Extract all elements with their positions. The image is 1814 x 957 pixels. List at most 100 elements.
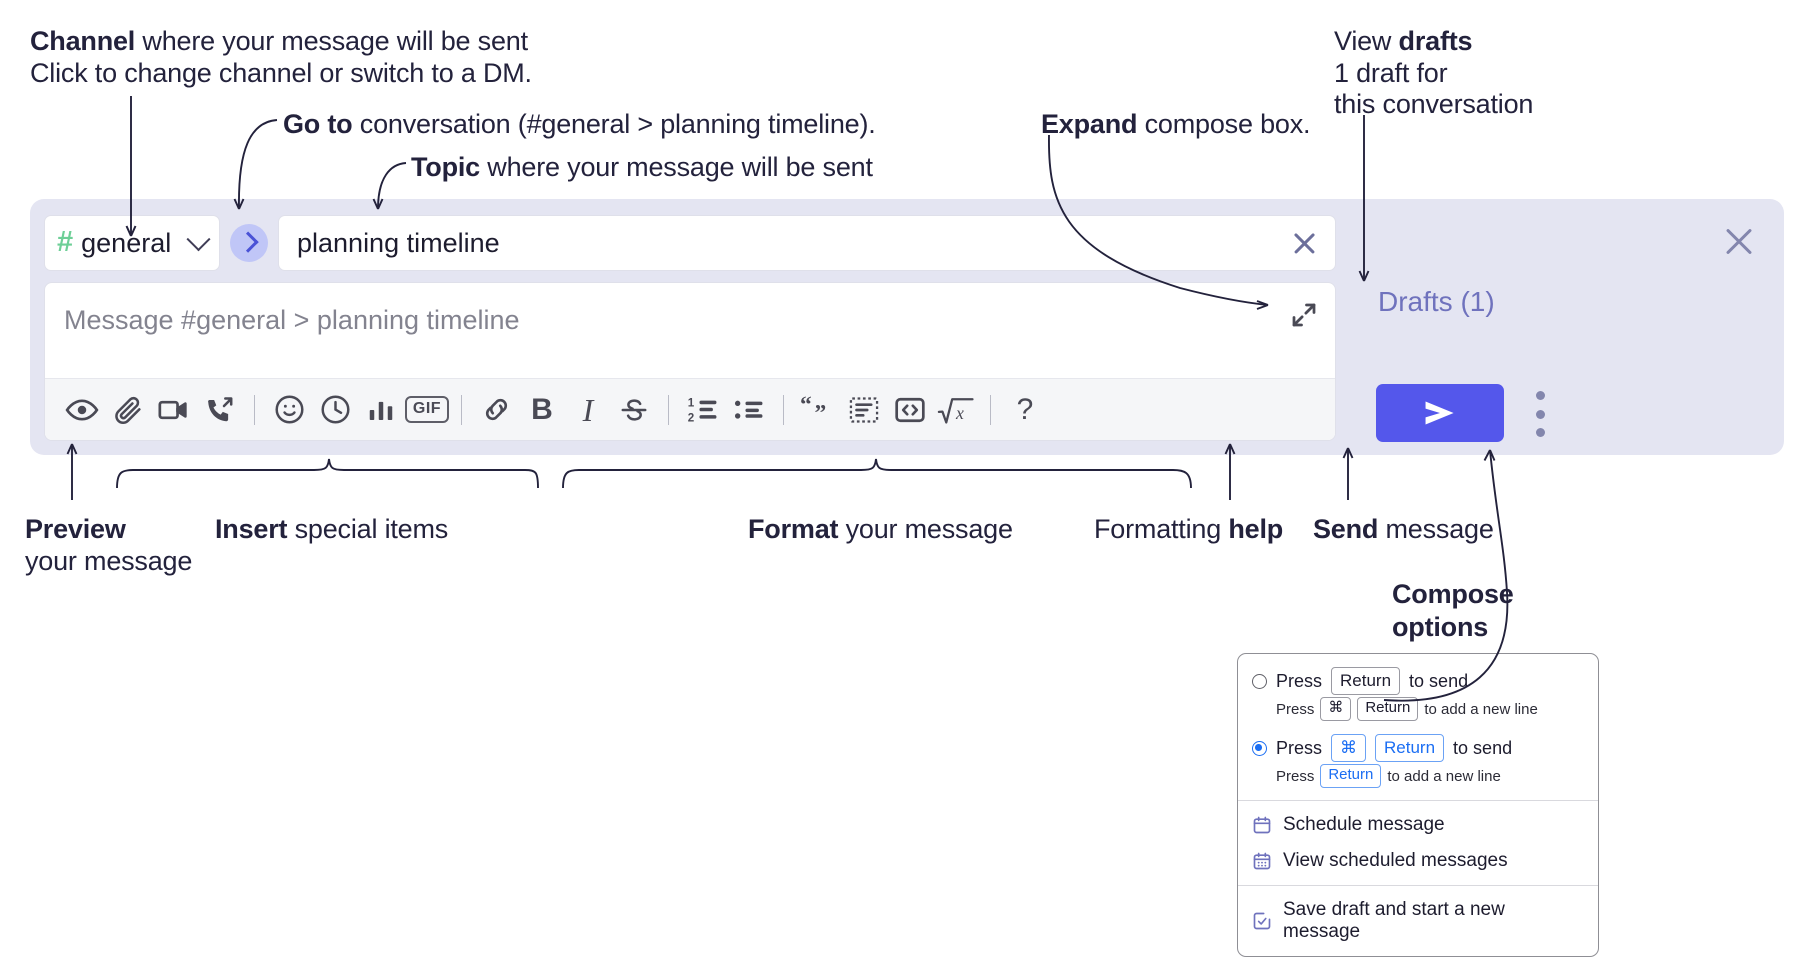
sub-newline-label: to add a new line <box>1424 700 1538 718</box>
gif-label: GIF <box>404 396 450 423</box>
annotation-insert-rest: special items <box>287 514 449 544</box>
gif-icon[interactable]: GIF <box>404 387 450 433</box>
annotation-drafts-rest: View <box>1334 26 1399 56</box>
send-option-return[interactable]: Press Return to send <box>1238 664 1598 696</box>
expand-icon[interactable] <box>1289 300 1319 330</box>
close-icon[interactable] <box>1722 224 1756 258</box>
audio-icon[interactable] <box>197 387 243 433</box>
help-icon[interactable]: ? <box>1002 387 1048 433</box>
code-block-icon[interactable] <box>841 387 887 433</box>
math-icon[interactable]: x <box>933 387 979 433</box>
annotation-expand: Expand compose box. <box>1041 106 1311 142</box>
annotation-insert: Insert special items <box>215 511 448 547</box>
annotation-help-bold: help <box>1228 514 1284 544</box>
annotation-drafts-line3: this conversation <box>1334 89 1534 119</box>
attach-icon[interactable] <box>105 387 151 433</box>
send-button[interactable] <box>1376 384 1504 442</box>
italic-icon[interactable]: I <box>565 387 611 433</box>
topic-field[interactable]: planning timeline <box>278 215 1336 271</box>
key-return: Return <box>1320 764 1382 788</box>
key-command: ⌘ <box>1331 734 1367 763</box>
annotation-compose-options-bold1: Compose <box>1392 579 1514 609</box>
close-icon[interactable] <box>1289 228 1319 258</box>
compose-inner: # general planning timeline Message #gen… <box>44 215 1336 441</box>
draft-section: Save draft and start a new message <box>1238 886 1598 956</box>
sub-newline-label: to add a new line <box>1387 767 1501 785</box>
bold-icon[interactable]: B <box>519 387 565 433</box>
annotation-preview-bold: Preview <box>25 514 126 544</box>
annotation-insert-bold: Insert <box>215 514 288 544</box>
annotation-preview-line1: Preview <box>25 511 126 547</box>
menu-item-label: Schedule message <box>1283 814 1445 835</box>
annotation-expand-bold: Expand <box>1041 109 1138 139</box>
hash-icon: # <box>57 225 74 258</box>
toolbar-separator <box>668 394 669 425</box>
drafts-link[interactable]: Drafts (1) <box>1378 286 1495 317</box>
toolbar-separator <box>461 394 462 425</box>
annotation-goto: Go to conversation (#general > planning … <box>283 106 876 142</box>
annotation-preview-line2: your message <box>25 546 193 576</box>
chevron-right-icon <box>236 230 259 253</box>
preview-icon[interactable] <box>59 387 105 433</box>
menu-item-schedule-message[interactable]: Schedule message <box>1238 807 1598 843</box>
video-icon[interactable] <box>151 387 197 433</box>
annotation-send: Send message <box>1313 511 1494 547</box>
sub-press-label: Press <box>1276 700 1315 718</box>
menu-item-label: Save draft and start a new message <box>1283 899 1505 942</box>
annotation-topic: Topic where your message will be sent <box>411 149 873 185</box>
goto-conversation-button[interactable] <box>230 224 268 262</box>
clock-icon[interactable] <box>312 387 358 433</box>
strikethrough-icon[interactable] <box>611 387 657 433</box>
key-return: Return <box>1331 667 1401 696</box>
poll-icon[interactable] <box>358 387 404 433</box>
topic-value: planning timeline <box>297 227 500 258</box>
annotation-channel-title-rest: where your message will be sent <box>135 26 528 56</box>
chevron-down-icon <box>186 226 211 251</box>
sub-press-label: Press <box>1276 767 1315 785</box>
menu-item-view-scheduled-messages[interactable]: View scheduled messages <box>1238 843 1598 879</box>
bulleted-list-icon[interactable] <box>726 387 772 433</box>
calendar-grid-icon <box>1252 851 1272 871</box>
annotation-goto-rest: conversation (#general > planning timeli… <box>352 109 876 139</box>
ordered-list-icon[interactable]: 1 2 <box>680 387 726 433</box>
menu-item-save-draft[interactable]: Save draft and start a new message <box>1238 892 1598 950</box>
svg-text:”: ” <box>815 400 827 426</box>
channel-selector[interactable]: # general <box>44 215 220 271</box>
send-icon <box>1425 401 1454 425</box>
save-draft-icon <box>1252 911 1272 931</box>
blockquote-icon[interactable]: “ ” <box>795 387 841 433</box>
annotation-compose-options-bold2: options <box>1392 612 1489 642</box>
compose-options-button[interactable] <box>1529 391 1551 437</box>
annotation-goto-bold: Go to <box>283 109 353 139</box>
toolbar-separator <box>254 394 255 425</box>
annotation-help-rest: Formatting <box>1094 514 1229 544</box>
message-input-box[interactable]: Message #general > planning timeline <box>44 282 1336 441</box>
radio-selected-icon[interactable] <box>1252 740 1267 756</box>
send-option-cmd-return[interactable]: Press ⌘ Return to send <box>1238 731 1598 763</box>
annotation-format-bold: Format <box>748 514 839 544</box>
svg-text:“: “ <box>800 392 812 418</box>
compose-header-row: # general planning timeline <box>44 215 1336 271</box>
bold-label: B <box>531 392 553 426</box>
annotation-formatting-help: Formatting help <box>1094 511 1283 547</box>
inline-code-icon[interactable] <box>887 387 933 433</box>
italic-label: I <box>582 391 594 428</box>
link-icon[interactable] <box>473 387 519 433</box>
option-press-label: Press <box>1276 737 1323 758</box>
menu-divider <box>1238 800 1598 801</box>
svg-text:x: x <box>955 402 964 422</box>
message-placeholder: Message #general > planning timeline <box>64 305 520 335</box>
menu-item-label: View scheduled messages <box>1283 850 1508 871</box>
annotation-send-rest: message <box>1378 514 1494 544</box>
key-return: Return <box>1375 734 1445 763</box>
channel-name-label: general <box>81 227 172 258</box>
kebab-dot <box>1535 428 1545 437</box>
annotation-compose-options-line1: Compose <box>1392 576 1514 612</box>
annotation-send-bold: Send <box>1313 514 1379 544</box>
send-option-cmd-return-sub: Press Return to add a new line <box>1238 763 1598 792</box>
compose-panel: # general planning timeline Message #gen… <box>30 199 1784 455</box>
compose-options-menu: Press Return to send Press ⌘ Return to a… <box>1237 653 1599 957</box>
annotation-format: Format your message <box>748 511 1013 547</box>
radio-unselected-icon[interactable] <box>1252 673 1267 689</box>
emoji-icon[interactable] <box>266 387 312 433</box>
